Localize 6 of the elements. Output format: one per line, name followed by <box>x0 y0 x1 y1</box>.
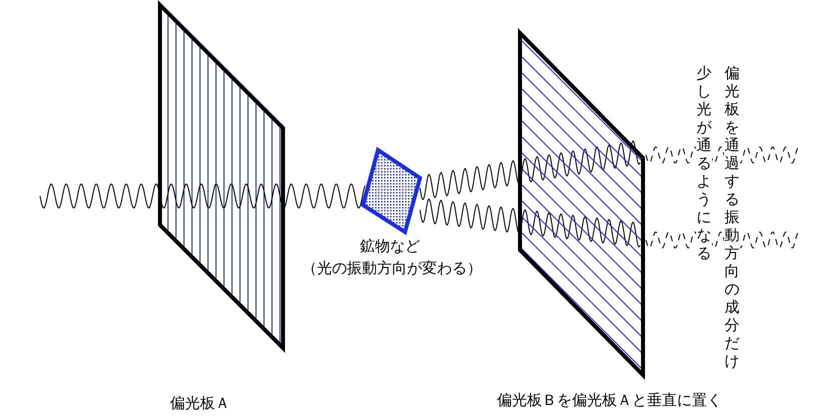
caption-text: 少し光が通るようになる <box>696 64 712 262</box>
caption-text: 偏光板Ａ <box>170 395 230 412</box>
caption-text: 偏光板を通過する振動方向の成分だけ <box>724 64 740 370</box>
caption-text: 鉱物など <box>360 238 420 256</box>
caption-text: （光の振動方向が変わる） <box>302 260 482 278</box>
caption-text: 偏光板Ｂを偏光板Ａと垂直に置く <box>497 392 722 410</box>
